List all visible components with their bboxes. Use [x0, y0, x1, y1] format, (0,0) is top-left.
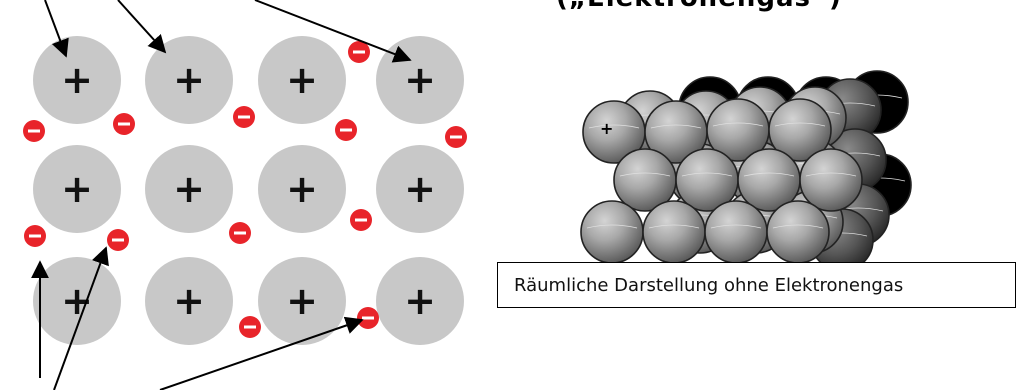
- metal-ion: +: [33, 145, 121, 233]
- caption-text: Räumliche Darstellung ohne Elektronengas: [514, 274, 904, 296]
- plus-icon: +: [404, 279, 436, 323]
- minus-icon: [118, 122, 130, 126]
- electron: [445, 126, 467, 148]
- pointer-arrow: [53, 246, 109, 390]
- minus-icon: [234, 231, 246, 235]
- metal-ion: +: [145, 257, 233, 345]
- plus-icon: +: [600, 119, 613, 138]
- metal-ion-grid: + + + + + + + + + + + +: [33, 36, 464, 345]
- lattice-sphere: [704, 200, 768, 264]
- plus-icon: +: [61, 167, 93, 211]
- plus-icon: +: [286, 279, 318, 323]
- minus-icon: [362, 316, 374, 320]
- lattice-sphere: [737, 148, 801, 212]
- metal-ion: +: [33, 36, 121, 124]
- minus-icon: [450, 135, 462, 139]
- plus-icon: +: [173, 58, 205, 102]
- pointer-arrow: [117, 0, 167, 54]
- minus-icon: [238, 115, 250, 119]
- electron: [350, 209, 372, 231]
- electron: [229, 222, 251, 244]
- metal-ion: +: [376, 257, 464, 345]
- pointer-arrows: [31, 0, 412, 390]
- metal-ion: +: [258, 36, 346, 124]
- lattice-sphere: [580, 200, 644, 264]
- electron: [233, 106, 255, 128]
- minus-icon: [340, 128, 352, 132]
- minus-icon: [244, 325, 256, 329]
- electron: [335, 119, 357, 141]
- plus-icon: +: [173, 167, 205, 211]
- minus-icon: [353, 50, 365, 54]
- lattice-sphere: [642, 200, 706, 264]
- electron: [348, 41, 370, 63]
- minus-icon: [28, 129, 40, 133]
- metal-ion: +: [258, 145, 346, 233]
- electron: [113, 113, 135, 135]
- metal-ion: +: [258, 257, 346, 345]
- metal-ion: +: [376, 145, 464, 233]
- caption-box: Räumliche Darstellung ohne Elektronengas: [497, 262, 1016, 308]
- pointer-arrow: [44, 0, 69, 58]
- lattice-sphere: [706, 98, 770, 162]
- heading-fragment: („Elektronengas“): [556, 0, 842, 13]
- plus-icon: +: [173, 279, 205, 323]
- metal-ion: +: [376, 36, 464, 124]
- electron: [357, 307, 379, 329]
- plus-icon: +: [404, 167, 436, 211]
- plus-icon: +: [286, 58, 318, 102]
- metal-ion: +: [33, 257, 121, 345]
- 3d-lattice: +: [580, 70, 912, 272]
- minus-icon: [29, 234, 41, 238]
- metal-ion: +: [145, 145, 233, 233]
- electron: [24, 225, 46, 247]
- electron: [239, 316, 261, 338]
- electron: [107, 229, 129, 251]
- pointer-arrow: [159, 316, 364, 390]
- plus-icon: +: [61, 279, 93, 323]
- plus-icon: +: [286, 167, 318, 211]
- lattice-sphere: [613, 148, 677, 212]
- lattice-sphere: +: [582, 100, 646, 164]
- electron: [23, 120, 45, 142]
- lattice-sphere: [768, 98, 832, 162]
- lattice-sphere: [799, 148, 863, 212]
- minus-icon: [112, 238, 124, 242]
- minus-icon: [355, 218, 367, 222]
- plus-icon: +: [404, 58, 436, 102]
- plus-icon: +: [61, 58, 93, 102]
- metal-ion: +: [145, 36, 233, 124]
- pointer-arrow: [254, 0, 412, 63]
- lattice-sphere: [766, 200, 830, 264]
